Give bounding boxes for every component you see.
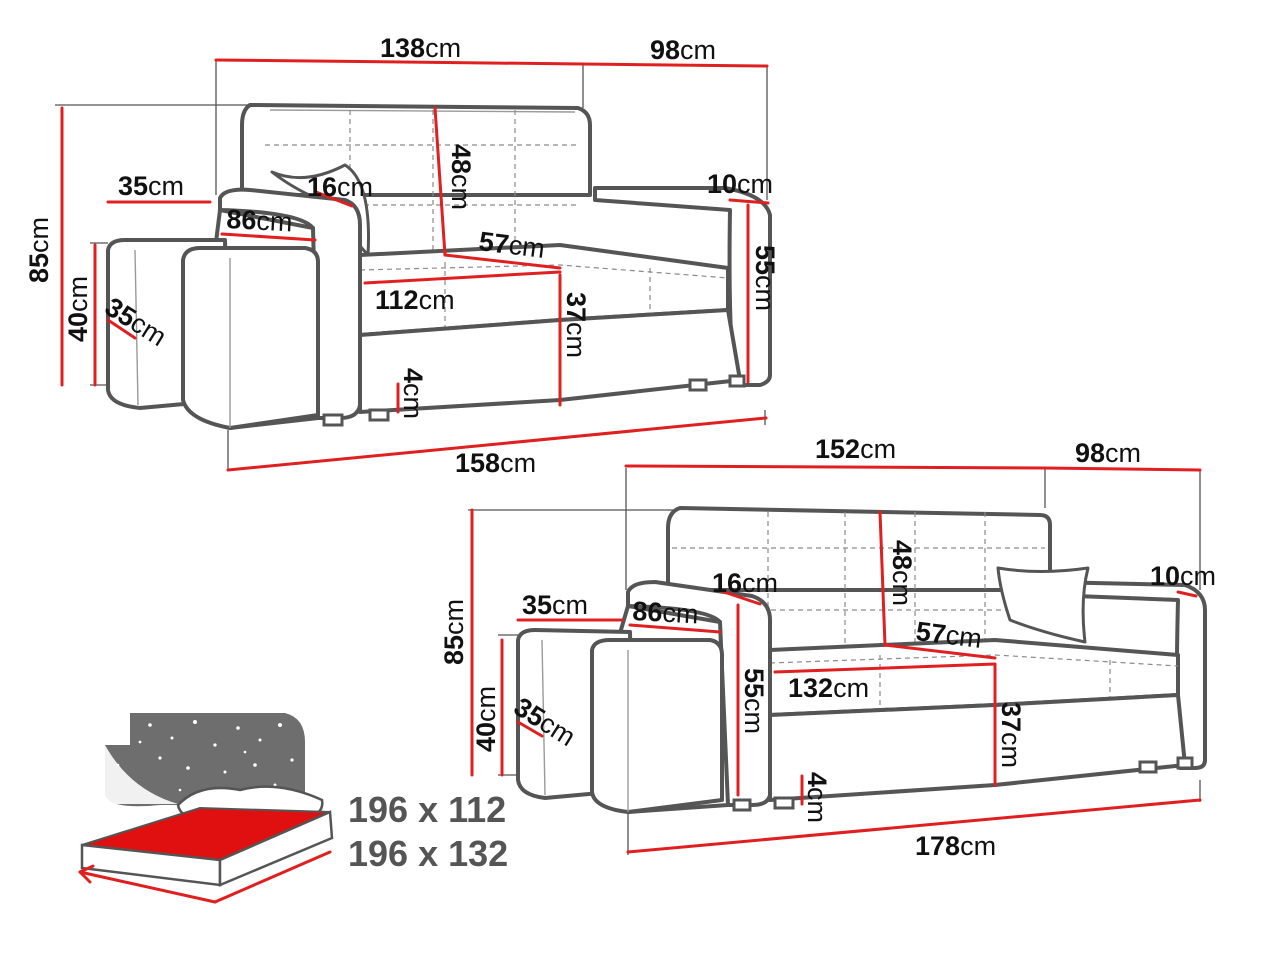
sofa-depth-label: 98cm xyxy=(1075,438,1141,468)
sofa-arm-length-label: 86cm xyxy=(632,596,700,629)
loveseat-drawing xyxy=(55,58,772,472)
bed-size-large: 196 x 132 xyxy=(348,833,508,874)
sofa-total-width-label: 178cm xyxy=(915,831,996,861)
loveseat-armrest-height-label: 55cm xyxy=(750,245,780,311)
loveseat-height-label: 85cm xyxy=(24,217,54,283)
sofa-ottoman-height-label: 40cm xyxy=(471,686,501,752)
loveseat-back-width-label: 138cm xyxy=(380,33,461,63)
bed-size-small: 196 x 112 xyxy=(348,789,506,830)
loveseat-backrest-height-label: 48cm xyxy=(446,144,476,210)
loveseat-seat-width-label: 112cm xyxy=(375,285,455,315)
sofa-back-width-label: 152cm xyxy=(815,434,896,464)
sofa-armrest-height-label: 55cm xyxy=(739,668,769,734)
loveseat-depth-label: 98cm xyxy=(650,35,716,65)
sofa-seat-depth-label: 57cm xyxy=(914,616,983,654)
sofa-drawing xyxy=(468,464,1207,855)
sofa-leg-height-label: 4cm xyxy=(802,772,832,823)
loveseat-ottoman-height-label: 40cm xyxy=(63,276,93,342)
loveseat-arm-length-label: 86cm xyxy=(226,204,294,237)
loveseat-seat-height-label: 37cm xyxy=(561,292,591,358)
loveseat-total-width-label: 158cm xyxy=(455,448,536,478)
sofa-seat-width-label: 132cm xyxy=(788,673,869,703)
sofa-arm-width-label: 10cm xyxy=(1150,561,1216,591)
loveseat-leg-height-label: 4cm xyxy=(398,368,428,419)
sofa-pillow-label: 16cm xyxy=(712,568,778,598)
loveseat-seat-depth-label: 57cm xyxy=(477,226,546,264)
sofa-backrest-height-label: 48cm xyxy=(887,540,917,606)
sofa-seat-height-label: 37cm xyxy=(996,702,1026,768)
starry-night-bed-icon xyxy=(78,713,334,904)
loveseat-arm-width-label: 10cm xyxy=(707,169,773,199)
loveseat-ottoman-depth-label: 35cm xyxy=(118,171,184,201)
sofa-ottoman-depth-label: 35cm xyxy=(522,590,588,620)
loveseat-pillow-label: 16cm xyxy=(307,172,373,202)
sofa-height-label: 85cm xyxy=(439,599,469,665)
